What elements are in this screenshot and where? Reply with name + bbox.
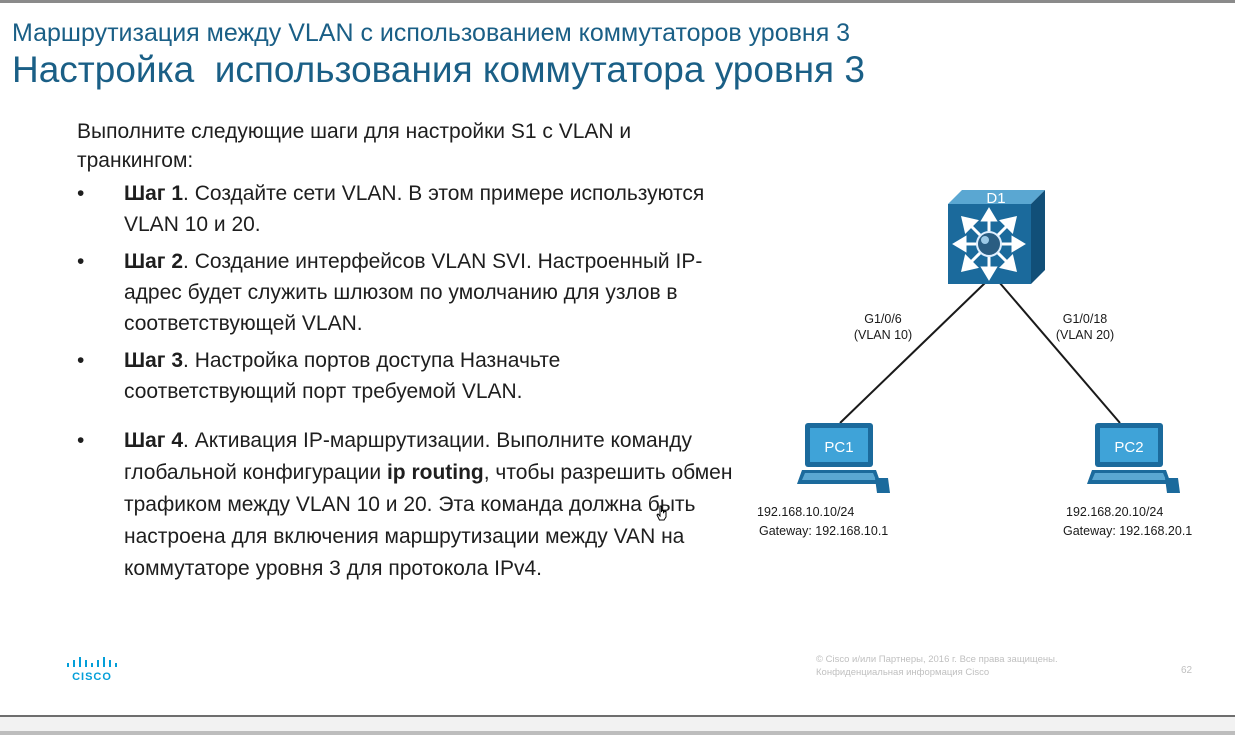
- link-d1-pc1: [839, 281, 987, 424]
- confidential-line: Конфиденциальная информация Cisco: [816, 667, 990, 678]
- host-gateway: Gateway: 192.168.20.1: [1063, 524, 1192, 538]
- link-port-label: G1/0/6: [864, 312, 902, 326]
- step-text: . Активация IP-маршрутизации. Выполните …: [124, 429, 693, 484]
- list-item: • Шаг 2. Создание интерфейсов VLAN SVI. …: [77, 246, 737, 339]
- copyright-line: © Cisco и/или Партнеры, 2016 г. Все прав…: [816, 654, 1058, 665]
- steps-list: • Шаг 1. Создайте сети VLAN. В этом прим…: [77, 178, 737, 591]
- step-label: Шаг 2: [124, 250, 184, 273]
- cisco-logo: CISCO: [67, 657, 117, 683]
- window-top-border: [0, 0, 1235, 3]
- hand-cursor-icon: [656, 505, 667, 521]
- multilayer-switch-icon[interactable]: D1: [948, 190, 1045, 284]
- bullet: •: [77, 182, 85, 205]
- step-label: Шаг 4: [124, 429, 184, 452]
- link-d1-pc2: [998, 281, 1121, 424]
- list-item: • Шаг 3. Настройка портов доступа Назнач…: [77, 345, 737, 407]
- copyright-notice: © Cisco и/или Партнеры, 2016 г. Все прав…: [816, 653, 1058, 679]
- bullet: •: [77, 250, 85, 273]
- link-vlan-label: (VLAN 10): [854, 328, 912, 342]
- step-text: . Настройка портов доступа Назначьте соо…: [124, 349, 561, 403]
- pc-icon[interactable]: PC1: [797, 423, 890, 493]
- page-number: 62: [1181, 665, 1193, 676]
- logo-text: CISCO: [72, 671, 112, 683]
- step-text: . Создайте сети VLAN. В этом примере исп…: [124, 182, 705, 236]
- slide: Маршрутизация между VLAN с использование…: [0, 3, 1235, 715]
- host-label: PC1: [824, 439, 853, 456]
- link-vlan-label: (VLAN 20): [1056, 328, 1114, 342]
- command-text: ip routing: [386, 461, 484, 484]
- host-ip: 192.168.20.10/24: [1066, 505, 1163, 519]
- host-gateway: Gateway: 192.168.10.1: [759, 524, 888, 538]
- step-text: . Создание интерфейсов VLAN SVI. Настрое…: [124, 250, 703, 335]
- list-item: • Шаг 4. Активация IP-маршрутизации. Вып…: [77, 425, 737, 585]
- pc-icon[interactable]: PC2: [1087, 423, 1180, 493]
- bullet: •: [77, 429, 85, 452]
- topology-diagram: D1 G1/0/6 (VLAN 10) G1/0/18 (VLAN 20) PC…: [757, 190, 1192, 538]
- intro-text: Выполните следующие шаги для настройки S…: [77, 120, 632, 172]
- step-label: Шаг 3: [124, 349, 184, 372]
- window-bottom-bar: [0, 715, 1235, 735]
- host-label: PC2: [1114, 439, 1143, 456]
- bullet: •: [77, 349, 85, 372]
- link-port-label: G1/0/18: [1063, 312, 1108, 326]
- slide-title: Настройка использования коммутатора уров…: [12, 49, 865, 90]
- step-text: , чтобы разрешить обмен трафиком между V…: [124, 461, 733, 580]
- switch-label: D1: [986, 190, 1005, 207]
- slide-subtitle: Маршрутизация между VLAN с использование…: [12, 19, 851, 47]
- host-ip: 192.168.10.10/24: [757, 505, 854, 519]
- list-item: • Шаг 1. Создайте сети VLAN. В этом прим…: [77, 178, 737, 240]
- step-label: Шаг 1: [124, 182, 184, 205]
